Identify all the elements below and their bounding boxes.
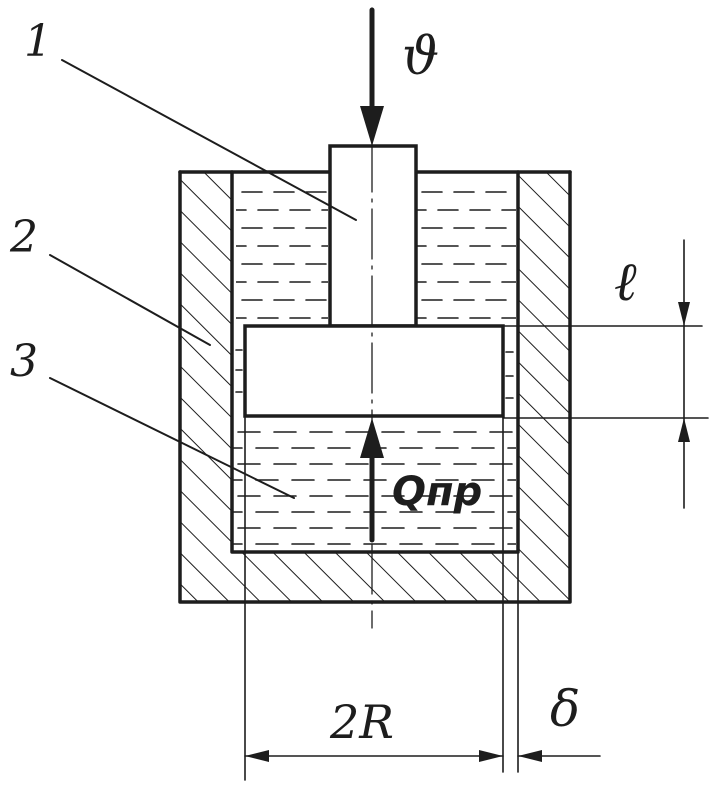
length-arrowhead-up [678,418,690,442]
length-dimension [502,239,709,509]
liquid-upper-right [416,191,516,319]
velocity-arrowhead [360,106,384,146]
length-arrowhead-down [678,302,690,326]
left-wall [180,172,232,602]
diameter-arrowhead-right [479,750,503,762]
leader-line-3 [49,377,295,499]
outer-outline [178,170,572,604]
flow-arrow [360,418,384,543]
cylinder-body [178,170,572,604]
length-label: ℓ [614,250,637,313]
velocity-label: ϑ [402,27,439,87]
inner-outline [230,170,520,554]
bottom-wall [232,552,518,602]
leader-line-2 [49,254,211,346]
liquid-lower [233,431,516,545]
flow-label: Qпр [392,469,482,515]
gap-arrowhead [518,750,542,762]
piston-head [243,324,505,418]
liquid-upper-left [236,191,328,319]
flow-arrowhead [360,418,384,458]
part-label-1: 1 [24,16,52,67]
piston-rod [328,144,418,328]
part-label-3: 3 [10,336,38,387]
liquid-gap [235,349,514,399]
part-label-2: 2 [9,212,38,263]
diameter-label: 2R [329,695,394,749]
gap-label: δ [550,680,580,738]
velocity-arrow [360,7,384,146]
right-wall [518,172,570,602]
leader-line-1 [61,59,357,221]
diameter-arrowhead-left [245,750,269,762]
diameter-dimension [244,415,601,781]
